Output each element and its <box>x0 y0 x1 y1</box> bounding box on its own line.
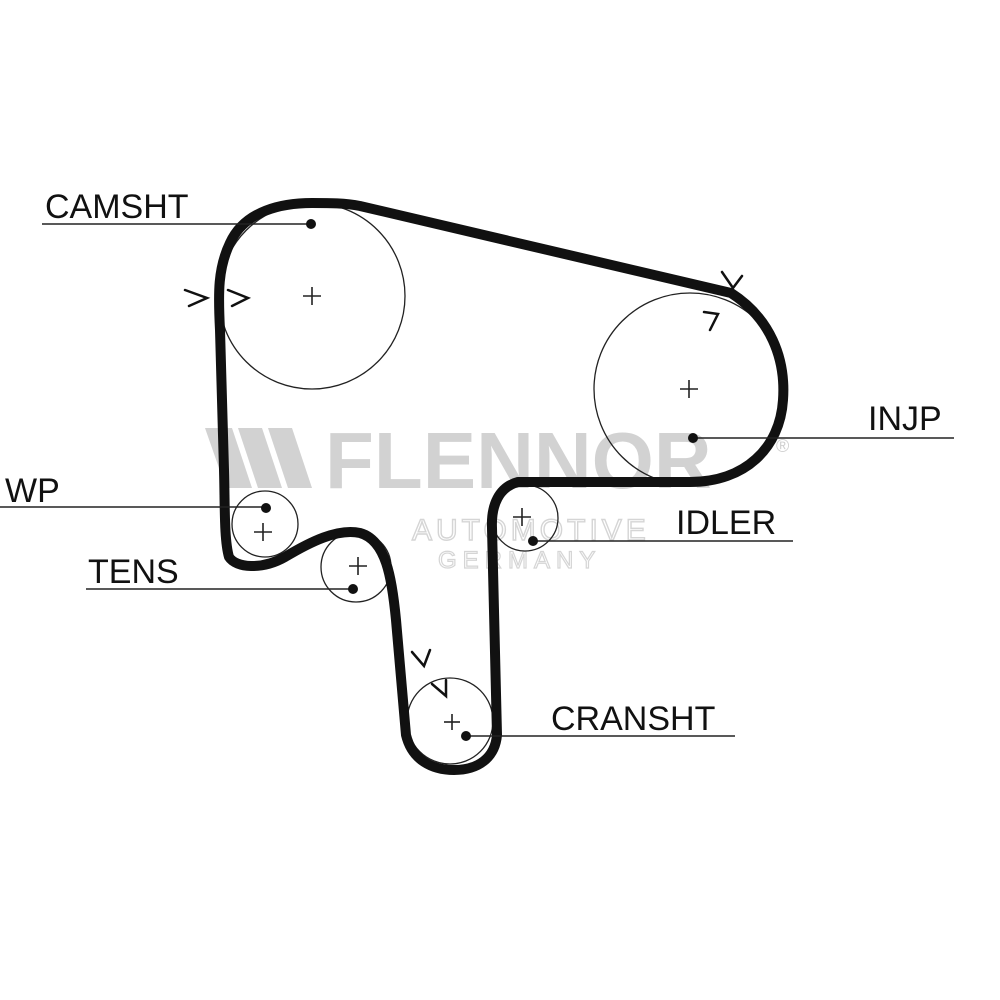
label-idler: IDLER <box>676 504 776 542</box>
timing-belt <box>214 198 789 775</box>
water-pump-pulley <box>231 490 299 558</box>
camshaft-center-mark-icon <box>303 287 321 305</box>
crankshaft-point <box>461 731 471 741</box>
tensioner-center-mark-icon <box>349 557 367 575</box>
label-tensioner: TENS <box>88 553 179 591</box>
timing-mark-arrow-icon <box>720 270 744 291</box>
camshaft-point <box>306 219 316 229</box>
idler-center-mark-icon <box>513 508 531 526</box>
label-injection-pump: INJP <box>868 400 942 438</box>
watermark-line2: GERMANY <box>438 547 601 574</box>
injection-pump-center-mark-icon <box>680 380 698 398</box>
tensioner-point <box>348 584 358 594</box>
water-pump-center-mark-icon <box>254 523 272 541</box>
idler-point <box>528 536 538 546</box>
label-water-pump: WP <box>5 472 60 510</box>
timing-mark-arrow-icon <box>410 648 432 669</box>
watermark-registered-mark: ® <box>776 436 789 456</box>
crankshaft-center-mark-icon <box>444 714 460 730</box>
label-camshaft: CAMSHT <box>45 188 189 226</box>
label-crankshaft: CRANSHT <box>551 700 715 738</box>
watermark-brand: FLENNOR <box>325 416 712 505</box>
crankshaft-pulley <box>406 677 494 765</box>
injection-pump-point <box>688 433 698 443</box>
watermark: FLENNOR ® AUTOMOTIVE GERMANY <box>205 416 789 575</box>
timing-mark-arrow-icon <box>430 678 448 699</box>
water-pump-point <box>261 503 271 513</box>
timing-mark-arrow-icon <box>226 288 252 308</box>
timing-mark-arrow-icon <box>702 310 720 332</box>
timing-mark-arrow-icon <box>183 288 211 308</box>
